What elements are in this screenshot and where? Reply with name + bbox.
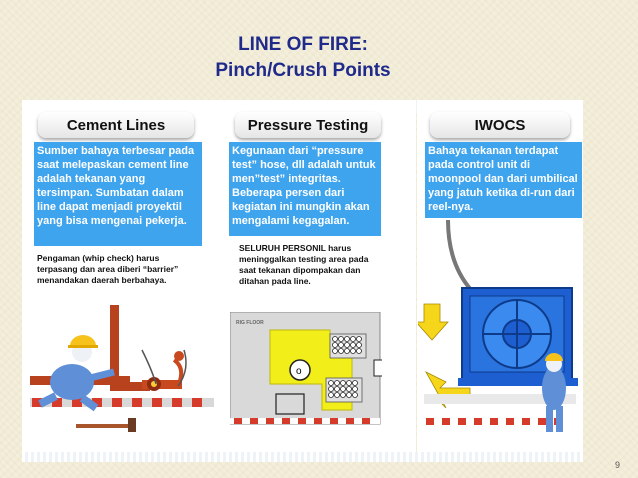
description-iwocs: Bahaya tekanan terdapat pada control uni…	[425, 142, 582, 218]
frame-bottom-border	[22, 452, 583, 462]
heading-pressure-testing: Pressure Testing	[235, 112, 381, 138]
page-number: 9	[614, 460, 620, 470]
description-pressure-testing: Kegunaan dari “pressure test” hose, dll …	[229, 142, 381, 236]
note-cement-lines: Pengaman (whip check) harus terpasang da…	[37, 253, 179, 285]
hammer	[76, 418, 136, 432]
note-pressure-testing: SELURUH PERSONIL harus meninggalkan test…	[239, 243, 369, 286]
barrier-tape	[230, 418, 380, 424]
reel-frame	[458, 287, 578, 386]
heading-cement-lines: Cement Lines	[38, 112, 194, 138]
rig-floor-layout: RIG FLOOR o	[230, 312, 382, 425]
slide-title-line2: Pinch/Crush Points	[215, 60, 391, 81]
worker-figure	[542, 353, 566, 432]
pipe-rack	[325, 333, 367, 403]
worker-figure	[38, 335, 115, 412]
barrier-tape	[30, 398, 214, 407]
cement-line-illustration	[30, 305, 214, 432]
rig-floor-label: RIG FLOOR	[236, 320, 264, 326]
iwocs-reel-illustration	[418, 219, 578, 432]
slide-title-line1: LINE OF FIRE:	[238, 34, 368, 55]
whip-check-chain	[141, 349, 187, 387]
description-cement-lines: Sumber bahaya terbesar pada saat melepas…	[34, 142, 202, 246]
svg-text:o: o	[296, 366, 302, 377]
heading-iwocs: IWOCS	[430, 112, 570, 138]
